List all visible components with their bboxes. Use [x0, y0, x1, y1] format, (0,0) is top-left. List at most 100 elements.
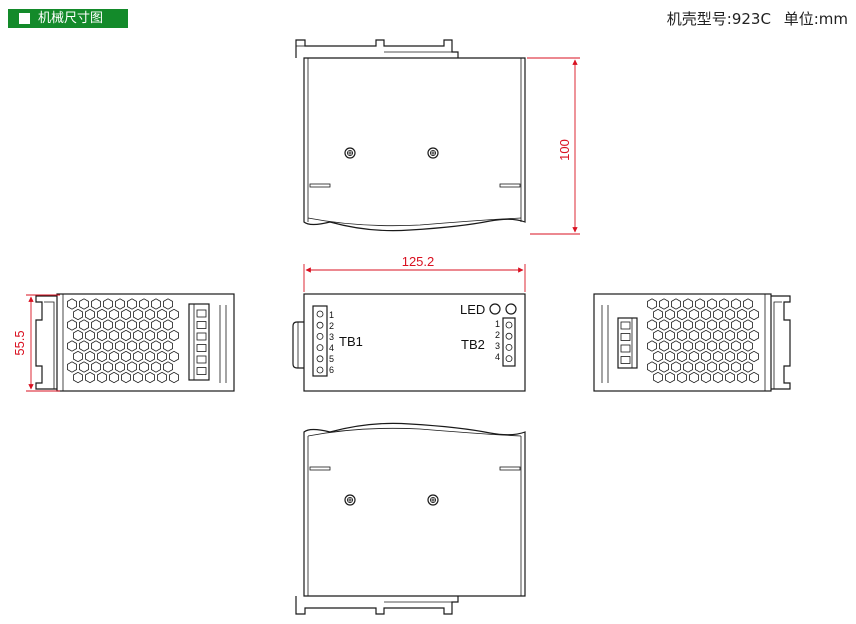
- terminal-slot: [620, 344, 631, 353]
- vent-hole: [115, 319, 125, 331]
- vent-hole: [133, 371, 143, 384]
- vent-hole: [653, 371, 663, 384]
- vent-hole: [737, 329, 747, 342]
- vent-hole: [145, 329, 155, 342]
- vent-hole: [683, 361, 693, 373]
- vent-hole: [121, 329, 131, 342]
- terminal-slot: [196, 367, 207, 375]
- vent-hole: [647, 298, 657, 310]
- tb1-pin-2: 2: [329, 321, 334, 331]
- vent-hole: [647, 361, 657, 373]
- vent-hole: [695, 361, 705, 373]
- vent-hole: [79, 319, 89, 331]
- vent-hole: [163, 340, 173, 352]
- vent-hole: [665, 371, 675, 384]
- vent-hole: [695, 298, 705, 310]
- vent-hole: [665, 308, 675, 321]
- vent-hole: [647, 319, 657, 331]
- section-title: 机械尺寸图: [38, 11, 104, 26]
- terminal-screw: [316, 310, 324, 318]
- case-model-label: 机壳型号:: [666, 10, 732, 28]
- vent-hole: [713, 350, 723, 363]
- vent-hole: [67, 340, 77, 352]
- tb1-pin-3: 3: [329, 332, 334, 342]
- tb2-pin-2: 2: [495, 330, 500, 340]
- width-dimension: 55.5: [12, 294, 60, 392]
- vent-hole: [169, 329, 179, 342]
- vent-hole: [163, 298, 173, 310]
- vent-hole: [151, 298, 161, 310]
- vent-hole: [103, 298, 113, 310]
- top-view: [295, 39, 526, 232]
- vent-hole: [731, 340, 741, 352]
- terminal-slot: [620, 356, 631, 364]
- vent-hole: [689, 329, 699, 342]
- vent-hole: [707, 298, 717, 310]
- vent-hole: [743, 340, 753, 352]
- vent-hole: [653, 329, 663, 342]
- tb1-label: TB1: [339, 334, 363, 349]
- vent-hole: [97, 350, 107, 363]
- terminal-screw: [316, 344, 324, 352]
- terminal-screw: [316, 332, 324, 340]
- vent-hole: [749, 308, 759, 321]
- vent-hole: [79, 340, 89, 352]
- vent-hole: [85, 308, 95, 321]
- vent-hole: [707, 319, 717, 331]
- vent-hole: [133, 308, 143, 321]
- vent-hole: [145, 371, 155, 384]
- ventilation-holes-right: [647, 298, 759, 384]
- vent-hole: [671, 319, 681, 331]
- vent-hole: [85, 371, 95, 384]
- terminal-screw: [316, 321, 324, 329]
- vent-hole: [103, 340, 113, 352]
- vent-hole: [169, 371, 179, 384]
- vent-hole: [109, 308, 119, 321]
- vent-hole: [725, 329, 735, 342]
- vent-hole: [707, 361, 717, 373]
- vent-hole: [737, 350, 747, 363]
- tb1-pin-6: 6: [329, 365, 334, 375]
- front-view: TB1 1 2 3 4 5 6 LED TB2 1 2 3 4: [292, 293, 526, 392]
- vent-hole: [653, 350, 663, 363]
- vent-hole: [121, 308, 131, 321]
- vent-hole: [115, 340, 125, 352]
- vent-hole: [157, 329, 167, 342]
- vent-hole: [689, 308, 699, 321]
- vent-hole: [677, 371, 687, 384]
- vent-hole: [689, 350, 699, 363]
- tb2-pin-3: 3: [495, 341, 500, 351]
- vent-hole: [719, 319, 729, 331]
- tb2-label: TB2: [461, 337, 485, 352]
- vent-hole: [97, 329, 107, 342]
- vent-hole: [701, 308, 711, 321]
- vent-hole: [157, 350, 167, 363]
- vent-hole: [145, 308, 155, 321]
- case-info: 机壳型号:923C 单位:mm: [667, 8, 848, 29]
- vent-hole: [79, 298, 89, 310]
- vent-hole: [743, 319, 753, 331]
- vent-hole: [683, 319, 693, 331]
- vent-hole: [73, 329, 83, 342]
- vent-hole: [145, 350, 155, 363]
- terminal-screw: [505, 343, 513, 351]
- led-indicator-1: [489, 303, 501, 315]
- terminal-screw: [316, 366, 324, 374]
- vent-hole: [109, 371, 119, 384]
- vent-hole: [737, 371, 747, 384]
- vent-hole: [79, 361, 89, 373]
- terminal-block-left: [196, 309, 207, 375]
- vent-hole: [157, 371, 167, 384]
- terminal-slot: [196, 332, 207, 341]
- vent-hole: [665, 329, 675, 342]
- vent-hole: [701, 371, 711, 384]
- vent-hole: [713, 371, 723, 384]
- unit-label: 单位:: [783, 10, 819, 28]
- terminal-slot: [196, 355, 207, 364]
- vent-hole: [719, 361, 729, 373]
- vent-hole: [683, 340, 693, 352]
- vent-hole: [109, 329, 119, 342]
- vent-hole: [121, 371, 131, 384]
- vent-hole: [737, 308, 747, 321]
- vent-hole: [169, 350, 179, 363]
